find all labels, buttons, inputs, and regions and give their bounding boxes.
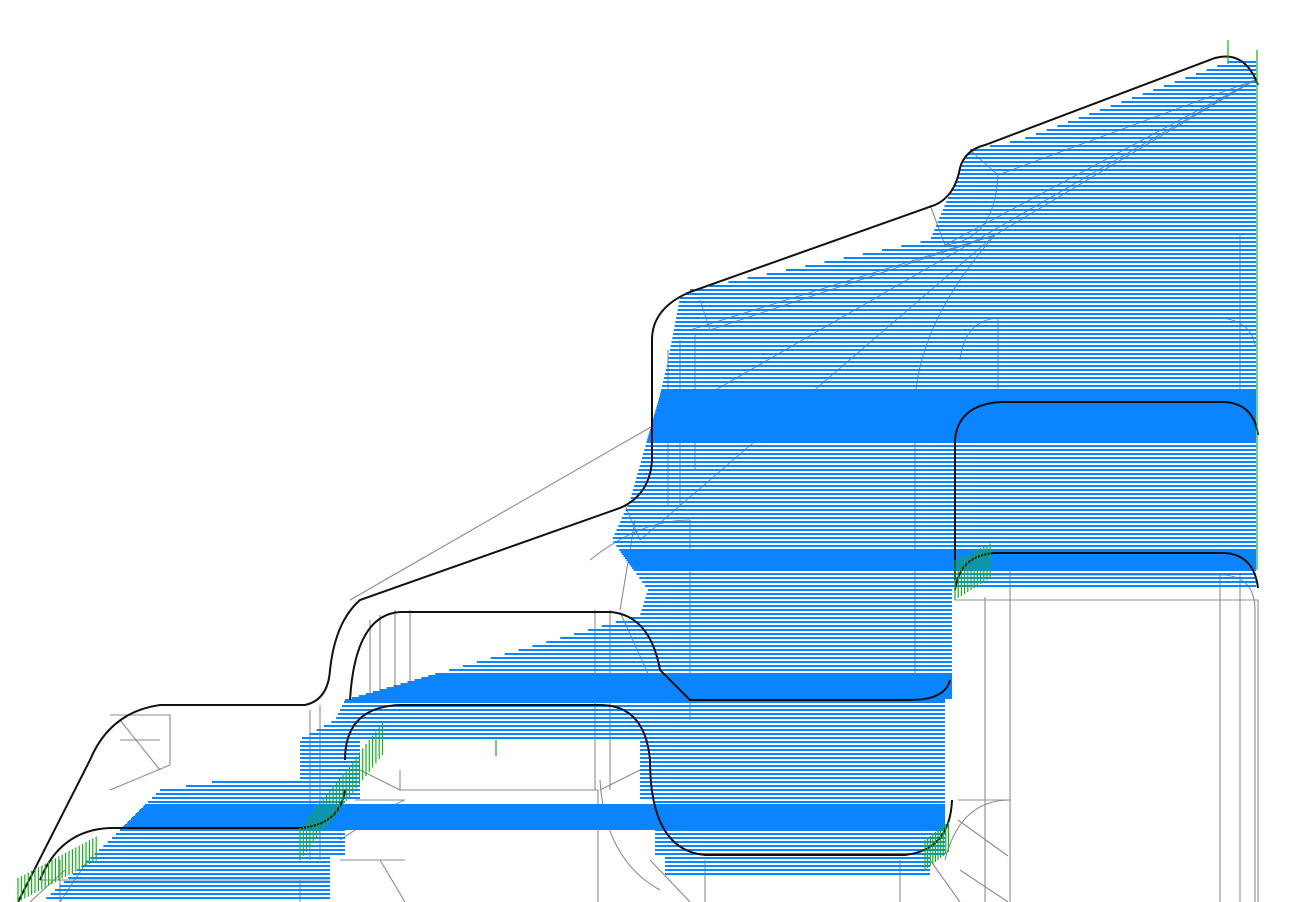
- wireframe-edge: [997, 79, 1256, 176]
- wireframe-edge: [959, 869, 1009, 902]
- wireframe-edge: [975, 574, 1256, 902]
- left-pocket-edge: [39, 789, 346, 881]
- mid-pocket-edge: [349, 611, 951, 701]
- wireframe-edge: [599, 769, 641, 791]
- wireframe-edge: [109, 714, 171, 791]
- gouge-markers: [17, 40, 1258, 902]
- part-profile-edge: [17, 55, 1259, 902]
- wireframe-edge: [119, 719, 161, 771]
- wireframe-edge: [599, 779, 661, 891]
- wireframe-edge: [957, 819, 1009, 857]
- wireframe-edge: [359, 769, 401, 791]
- upper-step-edge: [954, 401, 1259, 580]
- profile-outline: [17, 55, 1259, 902]
- wireframe-edge: [649, 859, 691, 902]
- wireframe-edge: [944, 174, 999, 246]
- middle-step-edge: [954, 552, 1259, 591]
- wireframe-edge: [929, 859, 961, 902]
- wireframe-edge: [399, 770, 599, 902]
- wireframe-edge: [955, 599, 1259, 902]
- wireframe-edge: [379, 859, 406, 902]
- lower-pocket-edge: [344, 704, 953, 856]
